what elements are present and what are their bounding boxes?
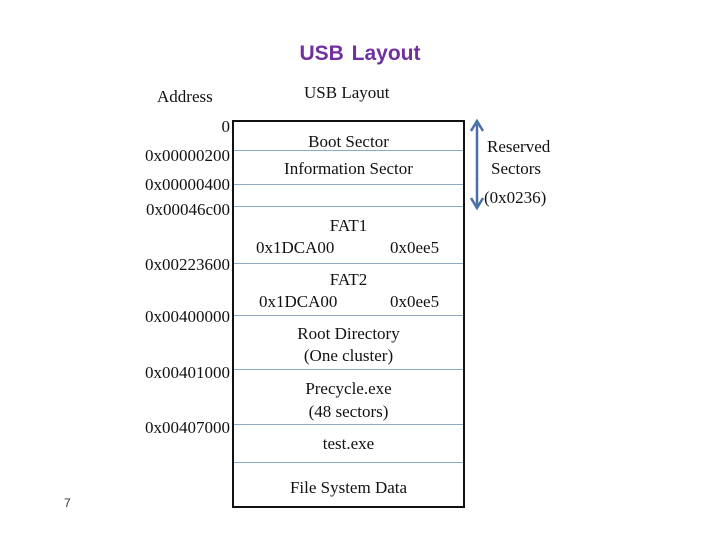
region-divider (234, 462, 463, 463)
address-label: 0x00000200 (145, 146, 230, 165)
root-directory-label: Root Directory (297, 324, 400, 343)
recycle-sublabel: (48 sectors) (308, 402, 389, 421)
address-label: 0x00223600 (145, 255, 230, 274)
boot-sector-label: Boot Sector (308, 132, 389, 151)
region-divider (234, 263, 463, 264)
address-label: 0x00400000 (145, 307, 230, 326)
fat2-start: 0x1DCA00 (259, 292, 338, 311)
reserved-sectors-label: Sectors (491, 159, 542, 178)
fat1-start: 0x1DCA00 (256, 238, 335, 257)
address-label: 0x00046c00 (145, 200, 230, 219)
fat1-label: FAT1 (329, 216, 368, 235)
root-directory-sublabel: (One cluster) (303, 346, 394, 365)
reserved-count-label: (0x0236) (484, 188, 547, 207)
region-divider (234, 184, 463, 185)
file-system-data-label: File System Data (289, 478, 408, 497)
address-label: 0x00401000 (145, 363, 230, 382)
region-divider (234, 150, 463, 151)
usb-layout-box: Boot Sector Information Sector FAT1 0x1D… (232, 120, 465, 508)
region-divider (234, 206, 463, 207)
address-label: 0 (221, 117, 231, 136)
reserved-down-arrowhead (469, 197, 485, 211)
fat2-size: 0x0ee5 (390, 292, 440, 311)
address-label: 0x00000400 (145, 175, 230, 194)
address-label: 0x00407000 (145, 418, 230, 437)
region-divider (234, 315, 463, 316)
page-number: 7 (64, 496, 71, 510)
region-divider (234, 424, 463, 425)
region-divider (234, 369, 463, 370)
fat1-size: 0x0ee5 (390, 238, 440, 257)
reserved-up-arrowhead (469, 118, 485, 132)
fat2-label: FAT2 (329, 270, 368, 289)
layout-header: USB Layout (304, 83, 390, 102)
information-sector-label: Information Sector (284, 159, 413, 178)
reserved-label: Reserved (487, 137, 551, 156)
recycle-label: Precycle.exe (305, 379, 392, 398)
test-exe-label: test.exe (322, 434, 375, 453)
slide-title: USB Layout (299, 42, 421, 65)
address-header: Address (157, 87, 213, 106)
